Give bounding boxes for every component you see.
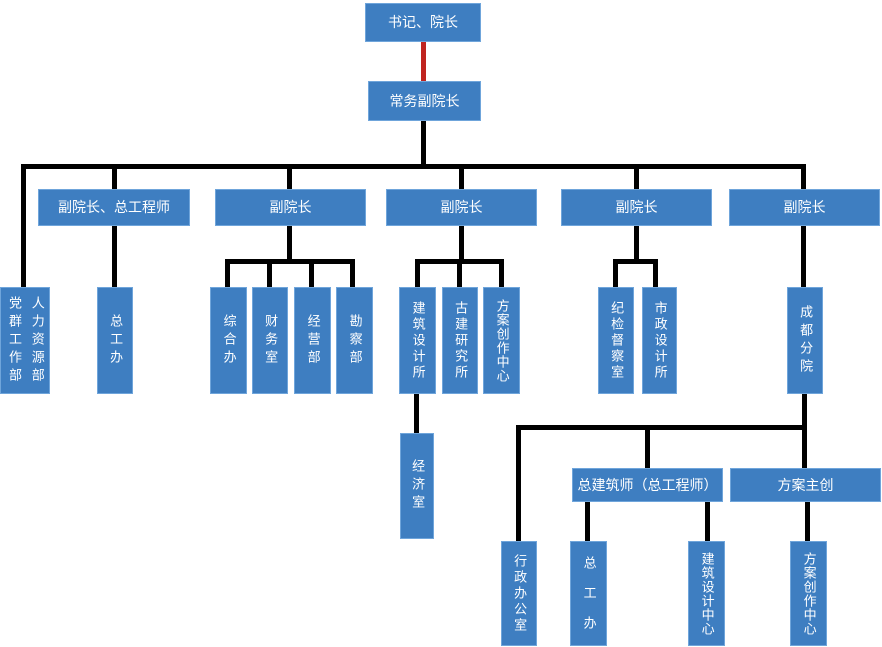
connector-vp3-bus xyxy=(415,259,504,264)
connector-president-execvp-red xyxy=(421,42,426,81)
org-node-scheme-lead: 方案主创 xyxy=(730,468,881,502)
org-node-chief-eng-office-label: 总工办 xyxy=(108,313,124,368)
org-node-vp5: 副院长 xyxy=(729,189,880,226)
org-node-survey-dept-label: 勘察部 xyxy=(347,313,363,368)
org-node-president-label: 书记、院长 xyxy=(388,14,458,31)
org-node-economics-office: 经济室 xyxy=(400,433,434,539)
connector-drop-finance xyxy=(267,264,272,287)
connector-main-bus xyxy=(21,164,806,169)
connector-drop-discipline xyxy=(613,264,618,287)
org-node-vp-chief-engineer-label: 副院长、总工程师 xyxy=(58,199,170,216)
org-node-vp2-label: 副院长 xyxy=(269,199,312,216)
org-node-scheme-creation-center-branch-label: 方案创作中心 xyxy=(801,551,817,636)
org-node-chengdu-branch-label: 成都分院 xyxy=(798,304,814,377)
connector-vp2-stem xyxy=(287,226,292,262)
connector-drop-municipal xyxy=(653,264,658,287)
org-node-scheme-creation-center-label: 方案创作中心 xyxy=(494,298,510,383)
connector-drop-vp5 xyxy=(801,169,806,189)
connector-chiefarch-archcenter xyxy=(705,502,710,541)
connector-drop-vp2 xyxy=(287,169,292,189)
connector-drop-schemecenter xyxy=(499,264,504,287)
connector-drop-archdesign xyxy=(415,264,420,287)
connector-chengdu-stem xyxy=(802,394,807,468)
org-node-president: 书记、院长 xyxy=(365,3,481,42)
org-node-admin-office: 行政办公室 xyxy=(501,541,537,646)
org-node-discipline-inspection-office-label: 纪检督察室 xyxy=(609,300,625,381)
org-node-scheme-creation-center-branch: 方案创作中心 xyxy=(790,541,827,646)
connector-execvp-feed xyxy=(421,121,426,167)
org-node-chief-architect: 总建筑师（总工程师） xyxy=(572,468,723,502)
connector-drop-operations xyxy=(309,264,314,287)
connector-drop-generaloffice xyxy=(225,264,230,287)
org-node-vp5-label: 副院长 xyxy=(783,199,826,216)
connector-drop-partymass xyxy=(21,164,26,287)
org-node-vp4-label: 副院长 xyxy=(615,199,658,216)
org-node-vp4: 副院长 xyxy=(561,189,712,226)
connector-schemelead-schemecenter xyxy=(805,502,810,541)
org-node-general-office-label: 综合办 xyxy=(221,313,237,368)
org-node-chief-eng-office-branch: 总 工 办 xyxy=(570,541,607,646)
org-node-party-mass-hr-label: 党群工作部 人力资源部 xyxy=(7,295,45,386)
org-node-admin-office-label: 行政办公室 xyxy=(512,553,528,634)
org-node-finance-office: 财务室 xyxy=(252,287,288,394)
org-node-ancient-arch-institute-label: 古建研究所 xyxy=(453,300,469,381)
org-node-discipline-inspection-office: 纪检督察室 xyxy=(598,287,634,394)
connector-drop-survey xyxy=(350,264,355,287)
connector-drop-vp4 xyxy=(634,169,639,189)
org-node-chief-architect-label: 总建筑师（总工程师） xyxy=(577,476,718,493)
org-node-exec-vp-label: 常务副院长 xyxy=(389,92,460,109)
org-node-arch-design-center: 建筑设计中心 xyxy=(688,541,725,646)
org-node-general-office: 综合办 xyxy=(210,287,247,394)
connector-drop-vp1 xyxy=(112,169,117,189)
connector-vp4-bus xyxy=(613,259,658,264)
org-node-operations-dept-label: 经营部 xyxy=(305,313,321,368)
connector-drop-chiefarchitect xyxy=(645,430,650,468)
org-node-municipal-design-institute-label: 市政设计所 xyxy=(652,300,668,381)
org-node-scheme-lead-label: 方案主创 xyxy=(777,476,834,493)
org-node-arch-design-institute: 建筑设计所 xyxy=(399,287,436,394)
org-node-operations-dept: 经营部 xyxy=(294,287,331,394)
org-node-chief-eng-office: 总工办 xyxy=(97,287,133,394)
connector-vp5-chengdu xyxy=(801,226,806,287)
connector-vp4-stem xyxy=(634,226,639,262)
connector-drop-ancientarch xyxy=(457,264,462,287)
org-node-municipal-design-institute: 市政设计所 xyxy=(642,287,677,394)
connector-vp2-bus xyxy=(225,259,355,264)
org-node-chengdu-branch: 成都分院 xyxy=(787,287,823,394)
org-node-vp3-label: 副院长 xyxy=(440,199,483,216)
org-node-vp-chief-engineer: 副院长、总工程师 xyxy=(38,189,190,226)
connector-chengdu-bus xyxy=(516,425,807,430)
org-node-scheme-creation-center: 方案创作中心 xyxy=(483,287,520,394)
org-node-chief-eng-office-branch-label: 总 工 办 xyxy=(581,556,597,631)
org-node-finance-office-label: 财务室 xyxy=(263,313,279,368)
org-node-vp2: 副院长 xyxy=(215,189,366,226)
connector-chiefarch-chiefengoffice xyxy=(585,502,590,541)
org-node-party-mass-hr: 党群工作部 人力资源部 xyxy=(0,287,50,394)
org-node-exec-vp: 常务副院长 xyxy=(368,81,481,121)
org-node-arch-design-institute-label: 建筑设计所 xyxy=(410,300,426,381)
connector-vp1-chiefengoffice xyxy=(112,226,117,287)
org-node-vp3: 副院长 xyxy=(386,189,537,226)
org-node-ancient-arch-institute: 古建研究所 xyxy=(442,287,478,394)
org-node-survey-dept: 勘察部 xyxy=(336,287,373,394)
connector-vp3-stem xyxy=(459,226,464,262)
org-node-economics-office-label: 经济室 xyxy=(410,459,426,513)
connector-archdesign-economics xyxy=(414,394,419,433)
connector-drop-adminoffice xyxy=(516,425,521,541)
org-node-arch-design-center-label: 建筑设计中心 xyxy=(699,551,715,636)
connector-drop-vp3 xyxy=(459,169,464,189)
